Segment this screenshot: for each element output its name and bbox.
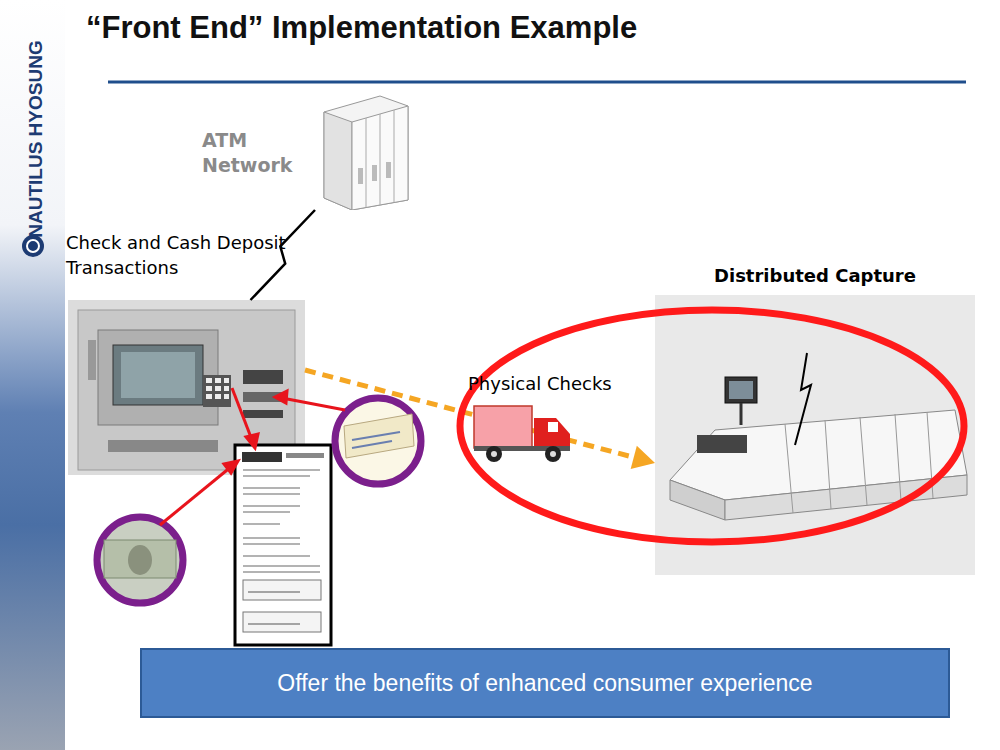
lightning-link xyxy=(250,210,315,300)
node-text: ATM Network xyxy=(202,128,298,178)
pointer-arrows xyxy=(160,388,345,525)
node-text: Offer the benefits of enhanced consumer … xyxy=(142,650,948,716)
highlight-ellipse xyxy=(460,310,964,542)
slide-title: “Front End” Implementation Example xyxy=(86,10,637,46)
edge-label: Physical Checks xyxy=(468,373,612,394)
logo-mark xyxy=(22,235,44,257)
message-band: Offer the benefits of enhanced consumer … xyxy=(140,648,950,718)
arrow-head xyxy=(631,446,655,469)
logo-ring xyxy=(27,240,39,252)
check-callout xyxy=(335,398,421,484)
node-text: Distributed Capture xyxy=(655,265,975,286)
server-node: ATM Network xyxy=(310,90,410,210)
cash-callout xyxy=(97,517,183,603)
truck-icon xyxy=(474,406,570,462)
logo-text: NAUTILUS HYOSUNG xyxy=(25,19,47,259)
node-text: Check and Cash Deposit Transactions xyxy=(66,230,288,280)
title-rule xyxy=(108,81,966,84)
receipt xyxy=(235,445,331,645)
node-illustration xyxy=(310,90,410,210)
lightning-line xyxy=(250,210,315,300)
